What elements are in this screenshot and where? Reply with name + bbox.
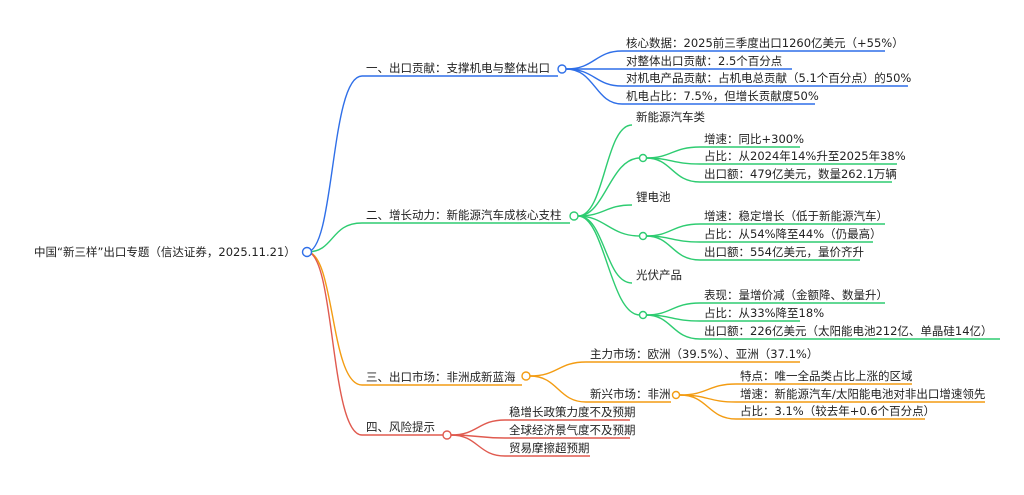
connectors	[306, 50, 1000, 457]
group-title-nev[interactable]: 新能源汽车类	[636, 110, 705, 124]
root-topic[interactable]: 中国“新三样”出口专题（信达证券，2025.11.21）	[34, 245, 296, 259]
group-item[interactable]: 增速：稳定增长（低于新能源汽车）	[704, 209, 888, 223]
connector-root-b2	[306, 222, 363, 253]
group-item[interactable]: 出口额：554亿美元，量价齐升	[704, 245, 864, 259]
branch2-label[interactable]: 二、增长动力：新能源汽车成核心支柱	[366, 208, 562, 222]
branch1-label[interactable]: 一、出口贡献：支撑机电与整体出口	[366, 61, 550, 75]
main-market[interactable]: 主力市场：欧洲（39.5%）、亚洲（37.1%）	[590, 347, 818, 361]
root-collapse-toggle[interactable]	[301, 246, 313, 258]
emerging-item[interactable]: 特点：唯一全品类占比上涨的区域	[740, 369, 913, 383]
group-title-battery[interactable]: 锂电池	[636, 190, 671, 204]
risk-item[interactable]: 贸易摩擦超预期	[509, 441, 590, 455]
emerging-item[interactable]: 增速：新能源汽车/太阳能电池对非出口增速领先	[740, 387, 985, 401]
branch2-collapse-toggle[interactable]	[569, 211, 579, 221]
group-title-pv[interactable]: 光伏产品	[636, 268, 682, 282]
group-item[interactable]: 占比：从33%降至18%	[704, 306, 824, 320]
risk-item[interactable]: 稳增长政策力度不及预期	[509, 405, 636, 419]
emerging-item[interactable]: 占比：3.1%（较去年+0.6个百分点）	[740, 404, 935, 418]
group2-collapse-toggle[interactable]	[638, 231, 648, 241]
branch3-label[interactable]: 三、出口市场：非洲成新蓝海	[366, 370, 516, 384]
group3-collapse-toggle[interactable]	[638, 310, 648, 320]
group-item[interactable]: 占比：从2024年14%升至2025年38%	[704, 149, 906, 163]
group-item[interactable]: 表现：量增价减（金额降、数量升）	[704, 288, 888, 302]
connector-root-b1	[306, 75, 363, 253]
branch4-collapse-toggle[interactable]	[442, 430, 452, 440]
group-item[interactable]: 出口额：479亿美元，数量262.1万辆	[704, 167, 897, 181]
risk-item[interactable]: 全球经济景气度不及预期	[509, 423, 636, 437]
branch3-collapse-toggle[interactable]	[521, 371, 531, 381]
connector-root-b3	[306, 251, 363, 386]
branch1-collapse-toggle[interactable]	[557, 64, 567, 74]
branch4-label[interactable]: 四、风险提示	[366, 420, 435, 434]
emerging-collapse-toggle[interactable]	[671, 390, 681, 400]
connector-root-b4	[306, 251, 363, 436]
group1-collapse-toggle[interactable]	[638, 153, 648, 163]
branch1-item[interactable]: 对整体出口贡献：2.5个百分点	[626, 54, 782, 68]
emerging-market[interactable]: 新兴市场：非洲	[590, 387, 671, 401]
branch1-item[interactable]: 对机电产品贡献：占机电总贡献（5.1个百分点）的50%	[626, 71, 911, 85]
group-item[interactable]: 占比：从54%降至44%（仍最高）	[704, 227, 882, 241]
collapse-toggles	[301, 64, 681, 440]
group-item[interactable]: 出口额：226亿美元（太阳能电池212亿、单晶硅14亿）	[704, 324, 993, 338]
group-item[interactable]: 增速：同比+300%	[704, 132, 804, 146]
branch1-item[interactable]: 核心数据：2025前三季度出口1260亿美元（+55%）	[626, 36, 904, 50]
branch1-item[interactable]: 机电占比：7.5%，但增长贡献度50%	[626, 89, 819, 103]
